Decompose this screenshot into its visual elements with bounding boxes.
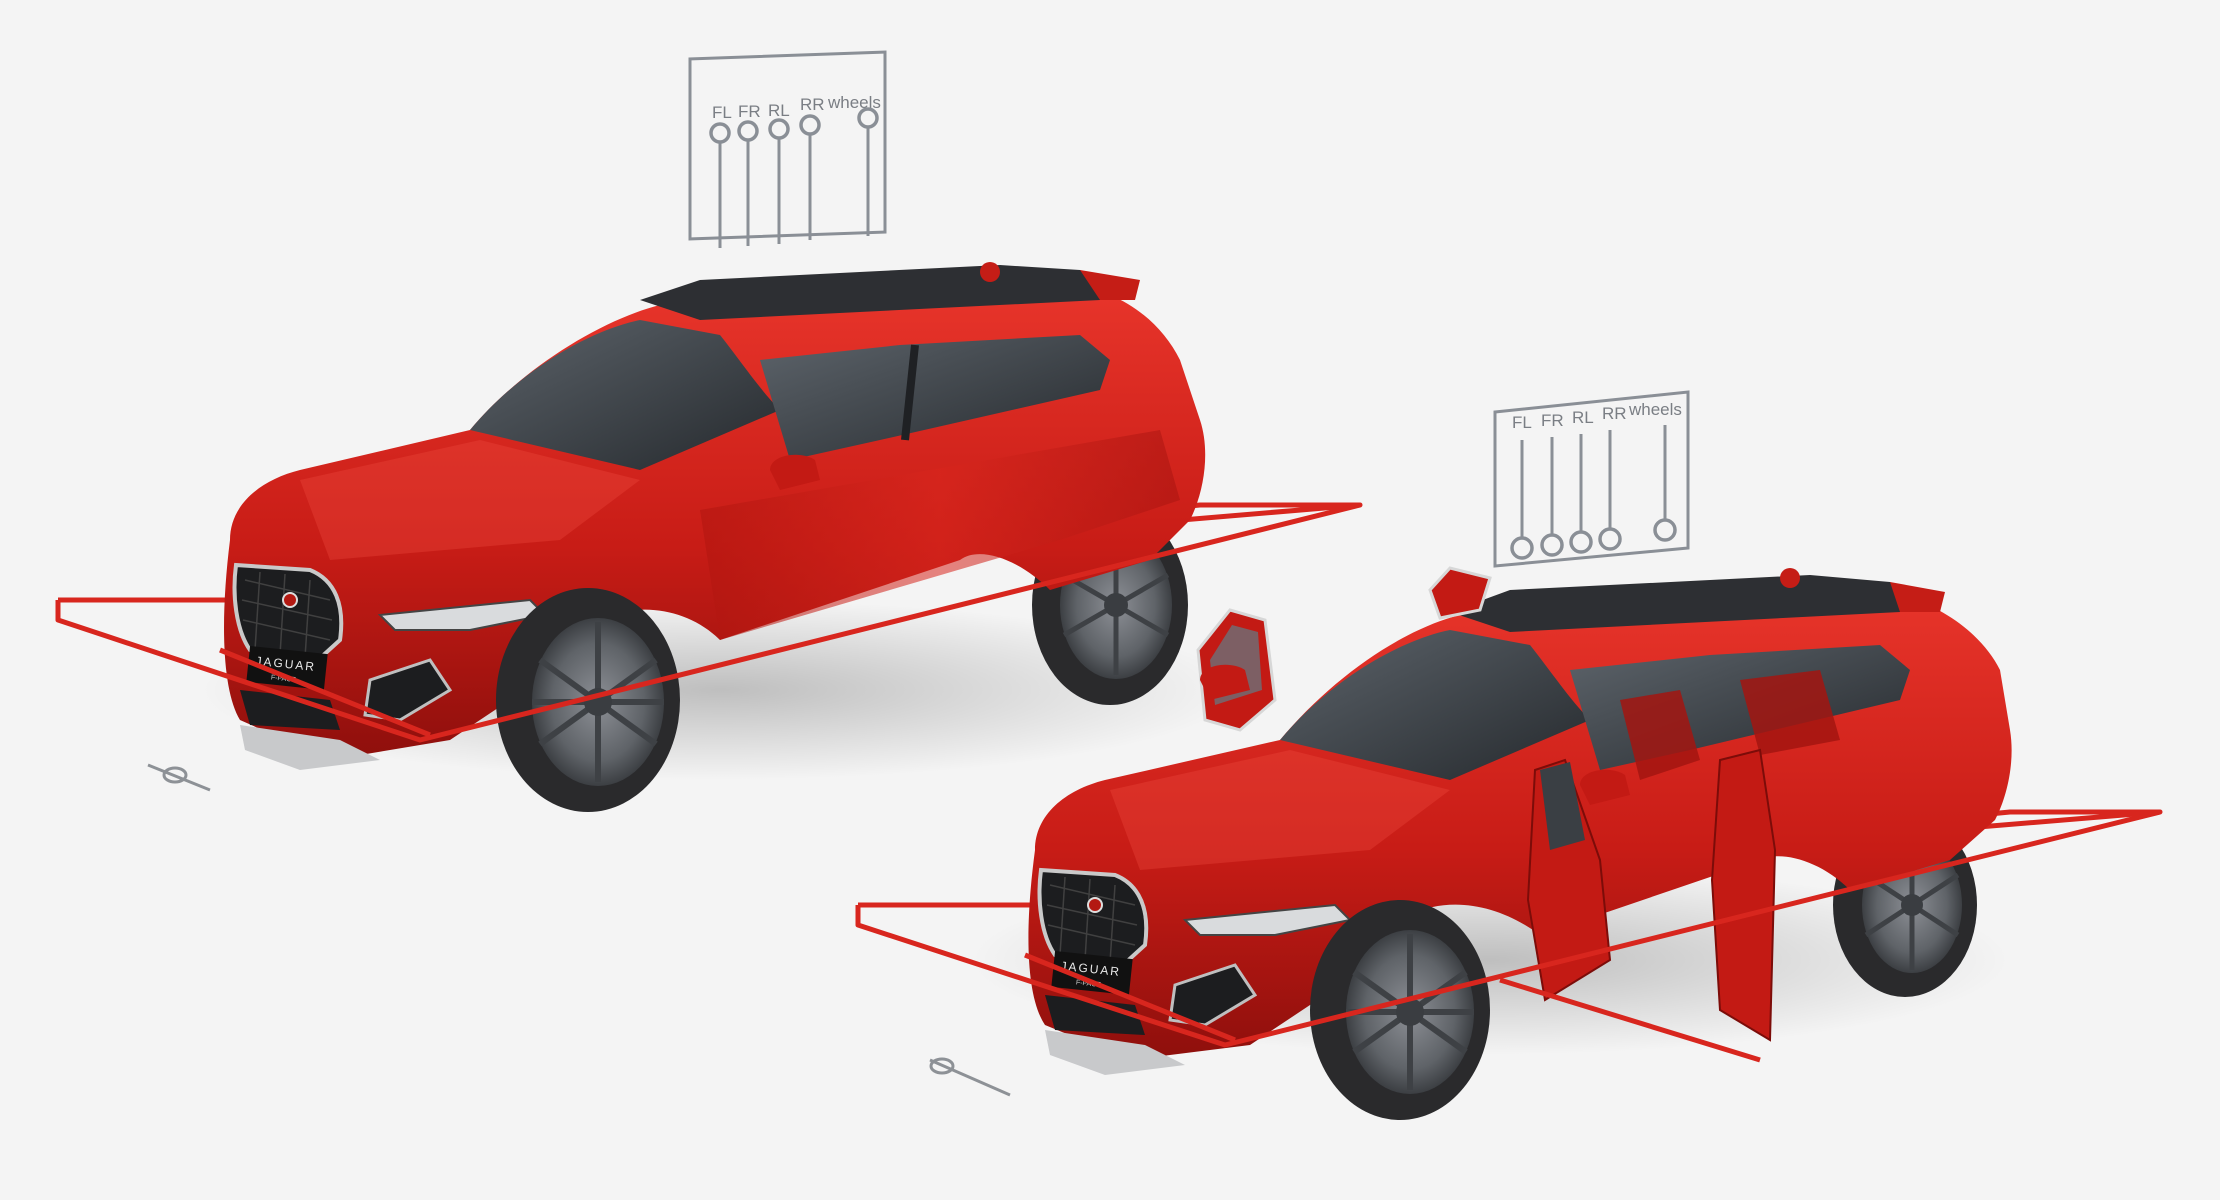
wheel-ring-icon[interactable] <box>737 120 759 142</box>
rig-pin-icon <box>929 1057 1011 1097</box>
car-right-badge-model: F-PACE <box>1076 979 1102 989</box>
car-left: JAGUAR F-PACE <box>55 262 1363 812</box>
wheel-ring-icon[interactable] <box>1598 527 1622 551</box>
control-right-slider-fr[interactable] <box>1540 437 1564 557</box>
car-right-mirror-left <box>1200 664 1250 700</box>
car-left-roof <box>640 265 1130 320</box>
control-right-slider-rl[interactable] <box>1569 434 1593 554</box>
wheel-ring-icon[interactable] <box>1510 536 1534 560</box>
car-right-headlight <box>1182 903 1353 936</box>
car-left-logo-icon <box>282 592 298 608</box>
car-right-roof <box>1450 575 1935 632</box>
control-right-slider-rr[interactable] <box>1598 430 1622 551</box>
control-left-slider-fl[interactable] <box>709 122 731 248</box>
control-panel-right: FL FR RL RR wheels <box>1493 390 1690 568</box>
wheel-ring-icon[interactable] <box>709 122 731 144</box>
wheel-ring-icon[interactable] <box>1569 530 1593 554</box>
control-left-label-fr: FR <box>738 102 761 121</box>
control-left-label-fl: FL <box>712 103 732 122</box>
car-right-rig-frame-front <box>855 809 2161 1048</box>
wheel-ring-icon[interactable] <box>799 114 821 136</box>
car-right-grille <box>1037 867 1149 968</box>
car-left-badge: JAGUAR F-PACE <box>246 646 328 690</box>
car-left-antenna <box>980 262 1000 282</box>
control-left-slider-fr[interactable] <box>737 120 759 246</box>
car-left-mirror <box>770 454 820 490</box>
control-right-slider-wheels[interactable] <box>1653 425 1677 542</box>
control-left-slider-rr[interactable] <box>799 114 821 240</box>
control-right-label-fl: FL <box>1512 413 1532 432</box>
car-right-antenna <box>1780 568 1800 588</box>
car-right-windshield <box>1280 630 1590 780</box>
control-left-label-wheels: wheels <box>827 93 881 112</box>
control-left-label-rl: RL <box>768 101 790 120</box>
control-left-slider-rl[interactable] <box>768 118 790 244</box>
control-left-label-rr: RR <box>800 95 825 114</box>
car-right-front-wheel <box>1310 900 1490 1120</box>
rig-pin-icon <box>147 763 211 792</box>
control-right-label-fr: FR <box>1541 411 1564 430</box>
car-right-mirror <box>1580 769 1630 805</box>
car-left-grille <box>232 562 344 663</box>
car-left-badge-model: F-PACE <box>271 674 297 684</box>
car-left-windshield <box>470 320 780 470</box>
wheel-ring-icon[interactable] <box>768 118 790 140</box>
car-right-rear-left-door-open <box>1428 566 1492 620</box>
wheel-ring-icon[interactable] <box>1653 518 1677 542</box>
car-right: JAGUAR F-PACE <box>855 566 2163 1120</box>
car-left-headlight <box>377 598 548 631</box>
car-left-side-windows <box>760 335 1110 460</box>
control-right-label-rr: RR <box>1602 404 1627 423</box>
wheel-ring-icon[interactable] <box>1540 533 1564 557</box>
control-right-slider-fl[interactable] <box>1510 440 1534 560</box>
control-left-slider-wheels[interactable] <box>857 107 879 236</box>
car-right-rear-door-open <box>1710 748 1777 1042</box>
control-panel-left: FL FR RL RR wheels <box>688 50 887 248</box>
car-left-rig-frame-front <box>55 502 1361 743</box>
control-right-label-wheels: wheels <box>1628 400 1682 419</box>
car-right-logo-icon <box>1087 897 1103 913</box>
control-right-label-rl: RL <box>1572 408 1594 427</box>
